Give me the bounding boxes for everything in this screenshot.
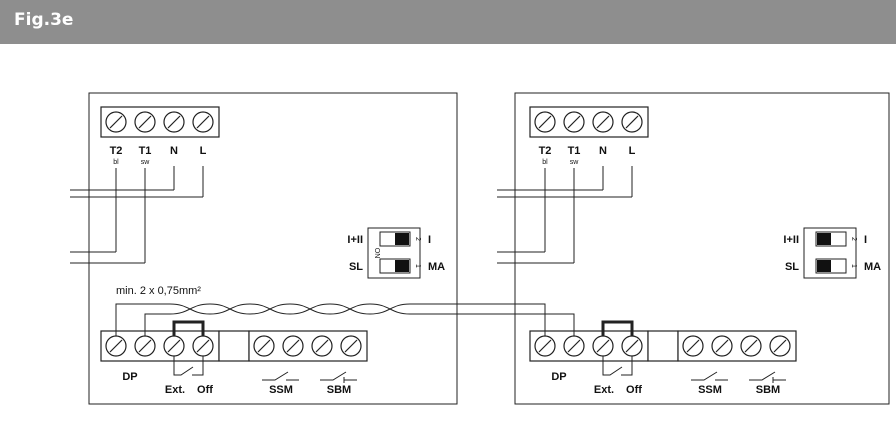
module-1-bottom-terminal-block — [100, 330, 368, 362]
screw-terminal-icon — [621, 111, 643, 133]
module-2-housing — [514, 92, 890, 405]
label-ext: Ext. — [594, 384, 614, 396]
module-2-contact-symbols — [602, 356, 786, 383]
dip-row1-right-label: I — [428, 234, 431, 246]
cable-spec-note: min. 2 x 0,75mm² — [116, 285, 201, 297]
screw-terminal-icon — [534, 111, 556, 133]
dip-row1-left-label: I+II — [783, 234, 799, 246]
screw-terminal-icon — [621, 335, 643, 357]
module-1-top-terminal-block — [100, 106, 220, 138]
label-ssm: SSM — [698, 384, 722, 396]
screw-terminal-icon — [563, 335, 585, 357]
label-ssm: SSM — [269, 384, 293, 396]
label-sbm: SBM — [327, 384, 351, 396]
screw-terminal-icon — [163, 335, 185, 357]
terminal-label-l: L — [629, 145, 636, 157]
screw-terminal-icon — [311, 335, 333, 357]
dip-on-label: ON — [373, 248, 380, 259]
terminal-label-t1: T1 — [568, 145, 581, 157]
terminal-sub-bl: bl — [113, 159, 119, 166]
label-off: Off — [197, 384, 213, 396]
terminal-label-n: N — [170, 145, 178, 157]
module-2-dip-switch — [803, 227, 857, 279]
module-1-ext-off-jumper — [172, 320, 205, 336]
dip-row2-right-label: MA — [428, 261, 445, 273]
screw-terminal-icon — [192, 335, 214, 357]
screw-terminal-icon — [740, 335, 762, 357]
terminal-label-n: N — [599, 145, 607, 157]
module-1: T2 T1 N L bl sw ON 2 1 I+II I SL — [70, 92, 458, 405]
screw-terminal-icon — [340, 335, 362, 357]
dip-row2-right-label: MA — [864, 261, 881, 273]
dip-row1-left-label: I+II — [347, 234, 363, 246]
label-off: Off — [626, 384, 642, 396]
dip-row2-left-label: SL — [785, 261, 799, 273]
module-1-contact-symbols — [173, 356, 357, 383]
terminal-label-t1: T1 — [139, 145, 152, 157]
dip-num-1: 1 — [414, 264, 421, 268]
dip-row1-right-label: I — [864, 234, 867, 246]
screw-terminal-icon — [711, 335, 733, 357]
screw-terminal-icon — [682, 335, 704, 357]
dip-num-2: 2 — [850, 237, 857, 241]
terminal-label-t2: T2 — [110, 145, 123, 157]
module-1-supply-wires — [70, 166, 204, 264]
screw-terminal-icon — [534, 335, 556, 357]
screw-terminal-icon — [134, 335, 156, 357]
screw-terminal-icon — [563, 111, 585, 133]
screw-terminal-icon — [282, 335, 304, 357]
terminal-label-l: L — [200, 145, 207, 157]
module-2-bottom-terminal-block — [529, 330, 797, 362]
screw-terminal-icon — [134, 111, 156, 133]
label-ext: Ext. — [165, 384, 185, 396]
screw-terminal-icon — [592, 111, 614, 133]
dip-num-2: 2 — [414, 237, 421, 241]
module-2-top-terminal-block — [529, 106, 649, 138]
label-sbm: SBM — [756, 384, 780, 396]
screw-terminal-icon — [192, 111, 214, 133]
twisted-pair-cable — [115, 303, 575, 336]
module-2-supply-wires — [497, 166, 633, 264]
label-dp: DP — [551, 371, 566, 383]
figure-title: Fig.3e — [14, 10, 74, 30]
screw-terminal-icon — [592, 335, 614, 357]
figure-header-bar: Fig.3e — [0, 0, 896, 44]
dip-num-1: 1 — [850, 264, 857, 268]
screw-terminal-icon — [163, 111, 185, 133]
screw-terminal-icon — [105, 335, 127, 357]
module-1-housing — [88, 92, 458, 405]
screw-terminal-icon — [105, 111, 127, 133]
terminal-sub-sw: sw — [570, 159, 580, 166]
screw-terminal-icon — [253, 335, 275, 357]
terminal-sub-sw: sw — [141, 159, 151, 166]
module-1-dip-switch — [367, 227, 421, 279]
terminal-label-t2: T2 — [539, 145, 552, 157]
module-2: T2 T1 N L bl sw 2 1 I+II I SL MA — [497, 92, 890, 405]
label-dp: DP — [122, 371, 137, 383]
module-2-ext-off-jumper — [601, 320, 634, 336]
screw-terminal-icon — [769, 335, 791, 357]
terminal-sub-bl: bl — [542, 159, 548, 166]
dip-row2-left-label: SL — [349, 261, 363, 273]
